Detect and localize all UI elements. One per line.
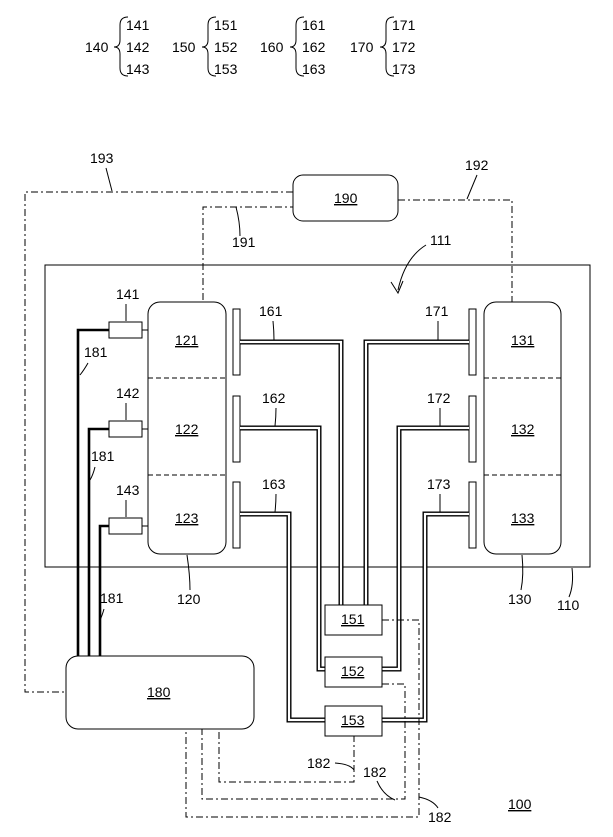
- control-line-153: [219, 729, 354, 782]
- right-section-label: 131: [511, 332, 535, 348]
- valve-label: 153: [341, 712, 365, 728]
- legend-child: 162: [302, 39, 326, 55]
- right-stack-label: 130: [508, 591, 532, 607]
- plate-leader: [275, 408, 276, 426]
- leader-192: [467, 175, 477, 199]
- legend-group-170: 170 171 172 173: [350, 17, 416, 77]
- system-label: 100: [508, 796, 532, 812]
- left-section-label: 121: [175, 332, 199, 348]
- plate-leader: [275, 494, 276, 512]
- legend-child: 172: [392, 39, 416, 55]
- legend-child: 151: [214, 17, 238, 33]
- legend-parent: 170: [350, 39, 374, 55]
- sensor-box: [109, 322, 142, 338]
- pipe-173-core: [382, 514, 469, 720]
- pipe-162: [240, 428, 325, 669]
- legend-child: 163: [302, 61, 326, 77]
- legend-child: 161: [302, 17, 326, 33]
- sensor-label: 142: [116, 385, 140, 401]
- control-line-leader: [377, 781, 395, 800]
- controller-label: 180: [147, 684, 171, 700]
- right-plate: [469, 482, 476, 548]
- legend-child: 152: [214, 39, 238, 55]
- plate-label: 161: [259, 303, 283, 319]
- right-plates: [469, 309, 476, 548]
- sensor-line-leader: [80, 363, 88, 375]
- valve-label: 152: [341, 663, 365, 679]
- sensor-line-label: 181: [91, 448, 115, 464]
- leader-193: [106, 168, 112, 191]
- control-line-label: 182: [428, 809, 452, 825]
- link-label-191: 191: [232, 234, 256, 250]
- sensor-box: [109, 421, 142, 437]
- valve-label: 151: [341, 611, 365, 627]
- link-192: [398, 200, 512, 302]
- pipe-162-core: [240, 428, 325, 669]
- control-line-label: 182: [307, 755, 331, 771]
- plate-label: 172: [427, 390, 451, 406]
- sensor-line-label: 181: [84, 344, 108, 360]
- right-section-label: 133: [511, 510, 535, 526]
- left-section-label: 123: [175, 510, 199, 526]
- sensor-line-141: [78, 330, 109, 656]
- legend-child: 153: [214, 61, 238, 77]
- frame-label: 110: [557, 597, 580, 613]
- legend-group-140: 140 141 142 143: [85, 17, 150, 77]
- legend-child: 173: [392, 61, 416, 77]
- link-label-192: 192: [465, 157, 489, 173]
- right-stack-leader: [521, 555, 523, 590]
- link-label-193: 193: [90, 150, 114, 166]
- left-stack-label: 120: [177, 591, 201, 607]
- right-plate: [469, 309, 476, 375]
- control-line-leader: [419, 797, 438, 808]
- plate-labels: 161 162 163 171 172 173: [259, 303, 451, 512]
- sensor-box: [109, 518, 142, 534]
- legend-child: 143: [126, 61, 150, 77]
- left-plate: [233, 482, 240, 548]
- legend-parent: 140: [85, 39, 109, 55]
- sensor-lines: [78, 330, 109, 656]
- plate-label: 162: [262, 390, 286, 406]
- pipe-171: [366, 342, 469, 605]
- right-section-label: 132: [511, 421, 535, 437]
- sensor-line-label: 181: [100, 590, 124, 606]
- control-line-leader: [335, 763, 354, 770]
- legend-child: 142: [126, 39, 150, 55]
- legend-group-160: 160 161 162 163: [260, 17, 326, 77]
- left-plate: [233, 309, 240, 375]
- plate-leader: [273, 321, 274, 340]
- frame-leader: [569, 568, 573, 597]
- right-plate: [469, 396, 476, 462]
- sensor-label: 143: [116, 482, 140, 498]
- legend-child: 141: [126, 17, 150, 33]
- left-plate: [233, 396, 240, 462]
- control-line-label: 182: [363, 764, 387, 780]
- host-label: 190: [334, 190, 358, 206]
- legend-child: 171: [392, 17, 416, 33]
- leader-191: [236, 207, 240, 236]
- sensor-line-leader: [90, 467, 95, 480]
- host-links: [25, 192, 512, 692]
- plate-label: 171: [425, 303, 449, 319]
- sensor-stubs: [142, 330, 148, 526]
- frame-arrowhead: [391, 281, 403, 293]
- plate-label: 163: [262, 476, 286, 492]
- plate-label: 173: [427, 476, 451, 492]
- legend-parent: 160: [260, 39, 284, 55]
- legend-group-150: 150 151 152 153: [172, 17, 238, 77]
- sensor-label: 141: [116, 286, 140, 302]
- legend: 140 141 142 143 150 151 152 153 160 161 …: [85, 17, 416, 77]
- legend-parent: 150: [172, 39, 196, 55]
- link-191: [203, 207, 297, 303]
- left-stack-leader: [187, 555, 190, 590]
- left-plates: [233, 309, 240, 548]
- frame-arrow-label: 111: [430, 232, 451, 248]
- pipe-171-core: [366, 342, 469, 605]
- left-section-label: 122: [175, 421, 199, 437]
